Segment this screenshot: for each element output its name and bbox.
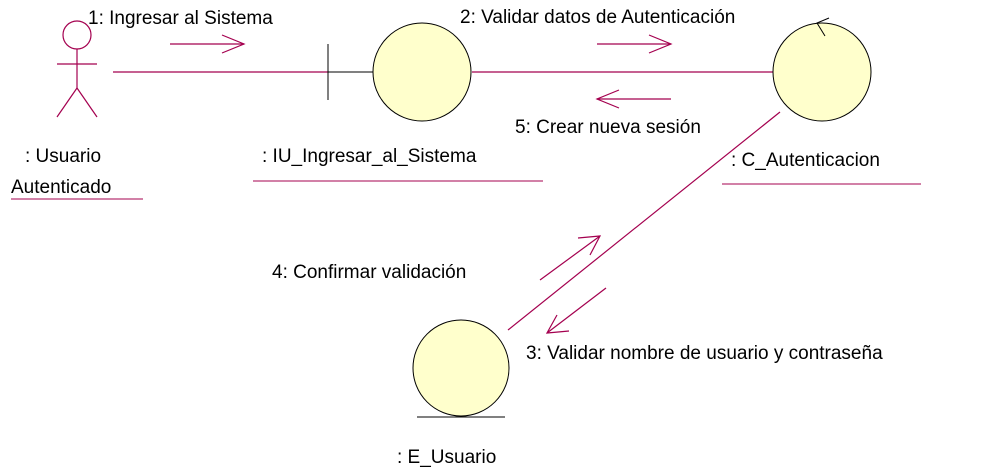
boundary-name: : IU_Ingresar_al_Sistema xyxy=(262,146,477,167)
control-c-autenticacion[interactable]: : C_Autenticacion xyxy=(722,17,921,185)
message-2-label: 2: Validar datos de Autenticación xyxy=(460,7,735,28)
control-name: : C_Autenticacion xyxy=(731,150,880,171)
stick-figure-actor-icon xyxy=(56,20,98,118)
message-5-label: 5: Crear nueva sesión xyxy=(515,117,701,138)
control-icon xyxy=(772,17,872,122)
boundary-ui-ingresar-al-sistema[interactable]: : IU_Ingresar_al_Sistema xyxy=(253,22,543,182)
message-1: 1: Ingresar al Sistema xyxy=(88,8,273,54)
link-control-entity xyxy=(507,111,781,331)
actor-name-line2: Autenticado xyxy=(11,177,111,198)
entity-name: : E_Usuario xyxy=(397,447,496,468)
message-5: 5: Crear nueva sesión xyxy=(515,89,701,138)
actor-usuario-autenticado[interactable]: : Usuario Autenticado xyxy=(11,20,143,200)
entity-icon xyxy=(412,319,510,418)
message-4: 4: Confirmar validación xyxy=(272,235,602,283)
message-4-label: 4: Confirmar validación xyxy=(272,262,466,283)
message-3: 3: Validar nombre de usuario y contraseñ… xyxy=(526,287,883,364)
actor-name-line1: : Usuario xyxy=(25,146,101,167)
message-3-label: 3: Validar nombre de usuario y contraseñ… xyxy=(526,343,883,364)
message-2: 2: Validar datos de Autenticación xyxy=(460,7,735,54)
boundary-icon xyxy=(327,22,472,122)
message-1-label: 1: Ingresar al Sistema xyxy=(88,8,273,29)
entity-e-usuario[interactable]: : E_Usuario xyxy=(397,319,510,468)
